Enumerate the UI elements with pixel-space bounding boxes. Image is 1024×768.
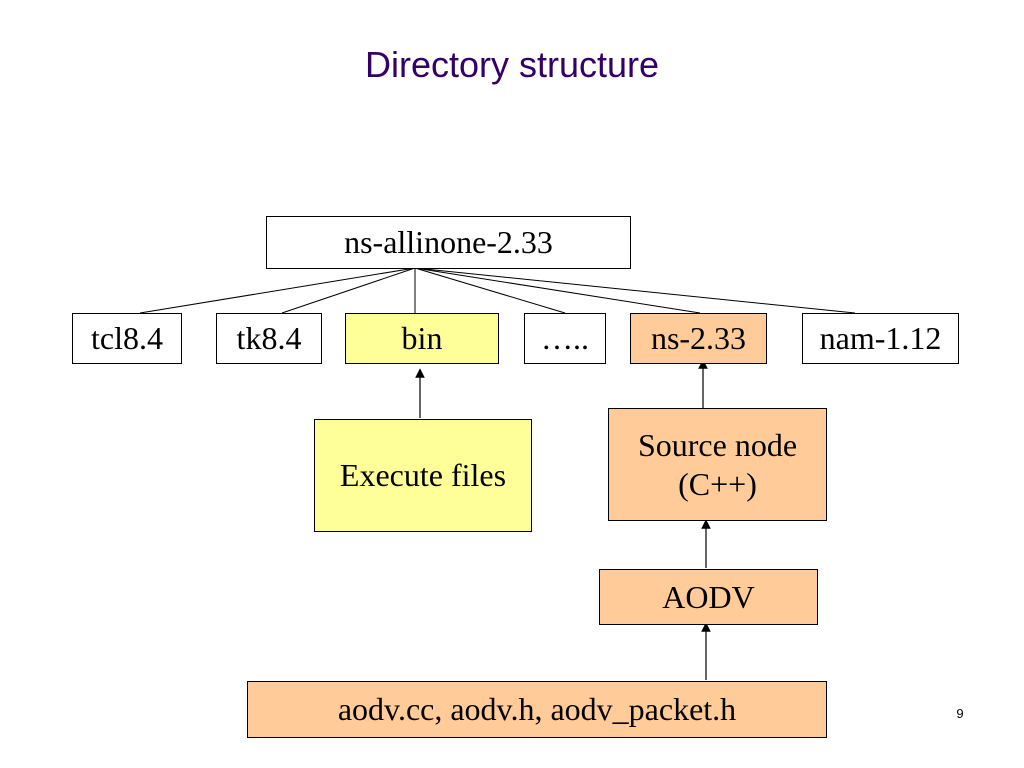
dir-box-nam: nam-1.12 <box>802 313 959 364</box>
source-node-label-line2: (C++) <box>678 465 757 502</box>
dir-box-tk: tk8.4 <box>216 313 322 364</box>
dir-label-nam: nam-1.12 <box>819 320 942 357</box>
source-node-label-line1: Source node <box>637 427 798 464</box>
dir-label-bin: bin <box>401 320 443 357</box>
edge-root-nam <box>414 267 856 314</box>
page-number: 9 <box>956 706 964 721</box>
dir-label-ellipsis: ….. <box>541 320 589 357</box>
root-directory-label: ns-allinone-2.33 <box>344 224 553 261</box>
dir-label-tcl: tcl8.4 <box>91 320 163 357</box>
dir-label-tk: tk8.4 <box>236 320 302 357</box>
aodv-box: AODV <box>599 569 818 625</box>
dir-box-ns: ns-2.33 <box>630 313 767 364</box>
dir-label-ns: ns-2.33 <box>650 320 747 357</box>
aodv-label: AODV <box>662 578 755 615</box>
edge-root-ns <box>414 267 701 314</box>
edge-root-ellipsis <box>414 267 566 314</box>
execute-files-box: Execute files <box>314 419 532 532</box>
root-directory-box: ns-allinone-2.33 <box>266 216 631 269</box>
aodv-files-box: aodv.cc, aodv.h, aodv_packet.h <box>247 681 827 738</box>
dir-box-ellipsis: ….. <box>524 313 606 364</box>
dir-box-tcl: tcl8.4 <box>72 313 182 364</box>
dir-box-bin: bin <box>345 313 499 364</box>
edge-root-tk <box>281 267 416 314</box>
source-node-box: Source node (C++) <box>608 408 827 521</box>
slide-title: Directory structure <box>364 44 660 85</box>
execute-files-label: Execute files <box>339 457 507 494</box>
edge-root-tcl <box>139 267 416 314</box>
aodv-files-label: aodv.cc, aodv.h, aodv_packet.h <box>337 691 737 728</box>
